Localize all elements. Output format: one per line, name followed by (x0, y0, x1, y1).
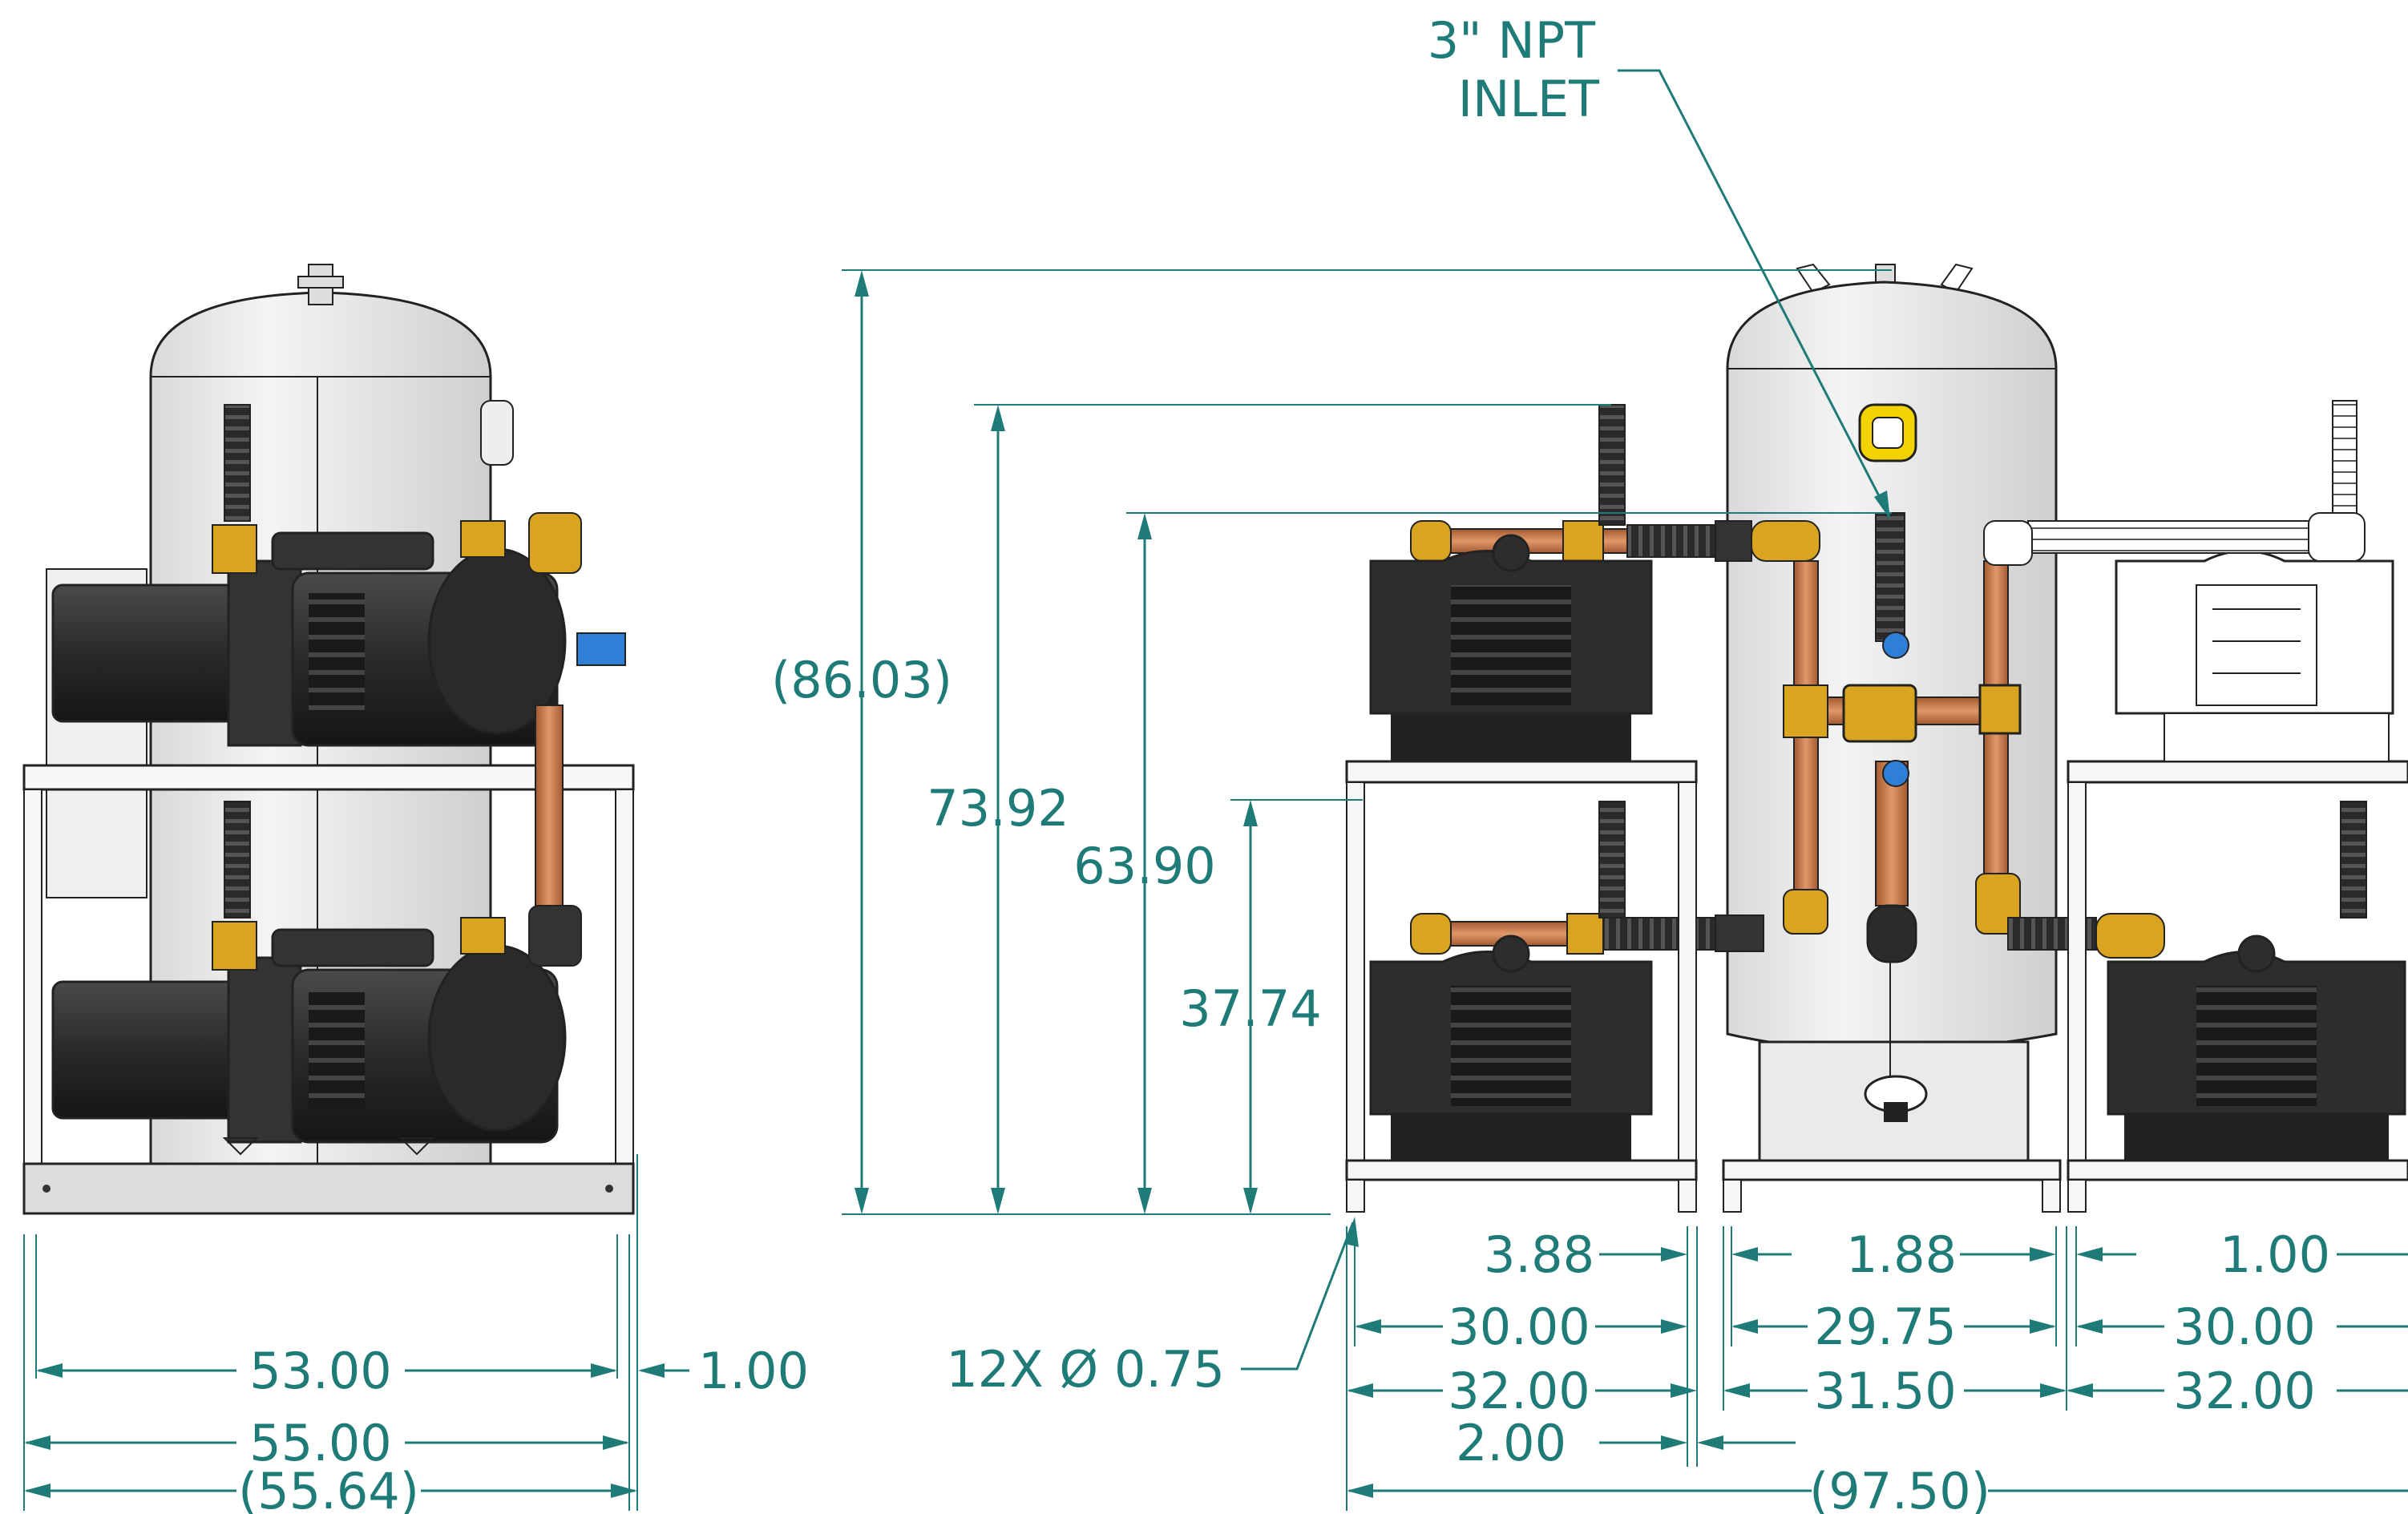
dim-center-offset: 1.88 (1846, 1225, 1957, 1284)
dim-right-inner-width: 30.00 (2173, 1298, 2316, 1356)
lower-pipe-run (1410, 801, 1764, 955)
side-copper-pipe (535, 705, 564, 939)
dim-left-frame-width: 32.00 (1448, 1362, 1590, 1420)
dim-right-offset: 1.00 (2220, 1225, 2330, 1284)
dim-right-frame-width: 32.00 (2173, 1362, 2316, 1420)
dimension-labels: 3" NPT INLET (86.03) 73.92 63.90 37.74 5… (238, 11, 2330, 1514)
dim-overall-height: (86.03) (771, 651, 952, 709)
inlet-callout-line1: 3" NPT (1428, 11, 1596, 70)
inlet-callout-line2: INLET (1458, 70, 1600, 128)
dim-side-frame-width: 55.00 (249, 1414, 392, 1472)
dim-front-overall-width: (97.50) (1809, 1462, 1990, 1514)
dimension-lines (23, 69, 2408, 1511)
right-lower-pump (2107, 935, 2406, 1161)
left-lower-pump (1369, 935, 1653, 1161)
dim-left-offset: 3.88 (1484, 1225, 1594, 1284)
upper-pump-side (51, 404, 626, 747)
lower-pump-side (51, 801, 582, 1156)
dim-pump-top-height: 73.92 (927, 779, 1069, 838)
right-upper-pump-outline (1983, 400, 2394, 762)
dim-left-gap: 2.00 (1456, 1414, 1566, 1472)
side-frame (22, 764, 635, 1215)
dim-side-offset: 1.00 (698, 1342, 809, 1400)
right-pipe-run (2007, 801, 2367, 959)
dim-center-inner-width: 29.75 (1814, 1298, 1957, 1356)
left-upper-pump (1369, 534, 1653, 761)
dim-left-inner-width: 30.00 (1448, 1298, 1590, 1356)
dim-side-overall-width: (55.64) (238, 1462, 419, 1514)
dim-center-frame-width: 31.50 (1814, 1362, 1957, 1420)
inlet-hose (1875, 512, 1905, 642)
holes-callout: 12X Ø 0.75 (946, 1340, 1225, 1399)
front-view (1345, 263, 2408, 1213)
dim-frame-height: 37.74 (1179, 979, 1322, 1038)
dim-inlet-height: 63.90 (1073, 837, 1216, 895)
dim-side-inner-width: 53.00 (249, 1342, 392, 1400)
center-frame (1722, 1159, 2062, 1213)
center-manifold (1783, 560, 2022, 1078)
side-view (22, 264, 635, 1215)
